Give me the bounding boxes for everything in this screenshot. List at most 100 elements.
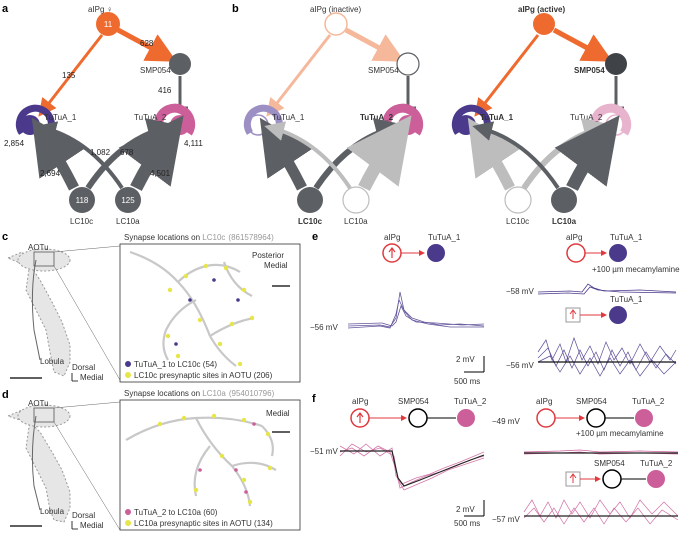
brain-outline-c bbox=[6, 251, 71, 377]
aotu-region-c bbox=[17, 248, 71, 272]
f-smp054b-label: SMP054 bbox=[576, 397, 607, 406]
synapse-dots-c bbox=[165, 263, 255, 367]
f-voltage-2: −49 mV bbox=[492, 417, 520, 426]
e-traces-1 bbox=[347, 291, 485, 329]
legend-dot-c2 bbox=[125, 372, 131, 378]
edge-inactive-lc10a-tutua2 bbox=[346, 115, 412, 191]
lc10c-active-label: LC10c bbox=[506, 217, 529, 226]
title-d: Synapse locations on LC10a(954010796) bbox=[124, 389, 275, 398]
e-aipg-label: aIPg bbox=[384, 233, 400, 242]
f-voltage-1: −51 mV bbox=[310, 447, 338, 456]
f-tutua2b-node bbox=[635, 409, 653, 427]
f-voltage-3: −57 mV bbox=[492, 515, 520, 524]
brain-outline-d bbox=[6, 409, 71, 523]
legend-c1: TuTuA_1 to LC10c (54) bbox=[134, 360, 217, 369]
axis-glyph-c bbox=[71, 373, 78, 382]
e-aipg2-label: aIPg bbox=[566, 233, 582, 242]
title-c-prefix: Synapse locations on bbox=[124, 233, 202, 242]
e-traces-2 bbox=[537, 283, 677, 295]
synapse-dots-d bbox=[157, 413, 273, 505]
legend-dot-d1 bbox=[125, 509, 131, 515]
e-scale-ms: 500 ms bbox=[454, 377, 480, 386]
medial2-label-c: Medial bbox=[264, 261, 288, 270]
zoom-panel-d bbox=[119, 399, 301, 531]
aipg-active-node bbox=[533, 13, 555, 35]
f-smp054-label: SMP054 bbox=[398, 397, 429, 406]
f-tutua2b-label: TuTuA_2 bbox=[632, 397, 665, 406]
panel-label-f: f bbox=[312, 393, 316, 405]
zoom-line-d2 bbox=[53, 421, 121, 531]
neuron-trace-d bbox=[31, 415, 41, 511]
lc10a-inactive-label: LC10a bbox=[344, 217, 368, 226]
weight-lc10c-tutua1: 2,694 bbox=[40, 169, 61, 178]
lc10c-active-node bbox=[504, 186, 532, 214]
e-stim-box-icon bbox=[569, 309, 577, 319]
title-c: Synapse locations on LC10c(861578964) bbox=[124, 233, 274, 242]
legend-dot-d2 bbox=[125, 520, 131, 526]
edge-lc10c-tutua1 bbox=[31, 117, 86, 191]
weight-lc10c-tutua2: 1,082 bbox=[90, 148, 111, 157]
panel-a: a aIPg ♀ 11 628 135 SMP054 416 TuTuA_1 2… bbox=[2, 3, 203, 226]
e-tutua1c-label: TuTuA_1 bbox=[610, 295, 643, 304]
medial2-label-d: Medial bbox=[266, 409, 290, 418]
f-mean-trace-1 bbox=[340, 450, 485, 487]
legend-dot-c1 bbox=[125, 361, 131, 367]
legend-d1: TuTuA_2 to LC10a (60) bbox=[134, 508, 218, 517]
lc10a-active-label: LC10a bbox=[552, 217, 577, 226]
medial-label-d: Medial bbox=[80, 521, 104, 530]
tutua2-inactive-label: TuTuA_2 bbox=[360, 113, 394, 122]
f-scale-mv: 2 mV bbox=[456, 505, 475, 514]
zoom-line-c1 bbox=[53, 245, 121, 253]
f-stim-icon bbox=[356, 412, 364, 423]
edge-active-aipg-tutua1 bbox=[474, 34, 540, 117]
e-voltage-2: −58 mV bbox=[506, 287, 534, 296]
f-smp054c-label: SMP054 bbox=[594, 459, 625, 468]
aipg-label: aIPg ♀ bbox=[88, 5, 113, 14]
f-tutua2c-label: TuTuA_2 bbox=[640, 459, 673, 468]
lc10a-inactive-node bbox=[342, 186, 370, 214]
e-voltage-1: −56 mV bbox=[310, 323, 338, 332]
lc10a-label: LC10a bbox=[116, 217, 140, 226]
edge-inactive-aipg-tutua1 bbox=[266, 34, 332, 117]
axis-glyph-d bbox=[71, 521, 78, 530]
tutua1-inactive-label: TuTuA_1 bbox=[272, 113, 305, 122]
aipg-node bbox=[96, 12, 120, 36]
edge-inactive-lc10c-tutua1 bbox=[259, 117, 314, 191]
edge-aipg-smp054 bbox=[116, 27, 177, 62]
tutua1-active-label: TuTuA_1 bbox=[480, 113, 514, 122]
zoom-line-d1 bbox=[53, 401, 121, 409]
edge-inactive-lc10a-tutua1 bbox=[264, 121, 352, 190]
e-voltage-3: −56 mV bbox=[506, 361, 534, 370]
neuron-trace-c bbox=[31, 259, 41, 361]
smp054-node bbox=[169, 53, 191, 75]
f-tutua2c-node bbox=[647, 470, 665, 488]
title-d-prefix: Synapse locations on bbox=[124, 389, 202, 398]
dorsal-label-d: Dorsal bbox=[72, 511, 95, 520]
aipg-active-label: aIPg (active) bbox=[518, 5, 565, 14]
legend-d2: LC10a presynaptic sites in AOTU (134) bbox=[134, 519, 273, 528]
f-tutua2-label: TuTuA_2 bbox=[454, 397, 487, 406]
panel-b: b aIPg (inactive) SMP054 TuTuA_1 TuTuA_2… bbox=[232, 3, 632, 226]
e-tutua1-label: TuTuA_1 bbox=[428, 233, 461, 242]
aipg-count: 11 bbox=[104, 20, 113, 29]
zoom-box-c bbox=[33, 251, 55, 267]
lc10c-count: 118 bbox=[76, 196, 89, 205]
panel-label-e: e bbox=[312, 231, 318, 243]
zoom-line-c2 bbox=[53, 265, 121, 381]
edge-inactive-aipg-smp054 bbox=[344, 27, 405, 62]
panel-d: d AOTu Lobula Dorsal Medial Synapse loca… bbox=[2, 389, 301, 531]
title-d-id: (954010796) bbox=[229, 389, 275, 398]
weight-tutua1-self: 2,854 bbox=[4, 139, 25, 148]
f-smp054-node bbox=[408, 408, 428, 428]
f-stim-box-icon bbox=[569, 473, 577, 483]
weight-tutua2-self: 4,111 bbox=[184, 139, 203, 148]
legend-c2: LC10c presynaptic sites in AOTU (206) bbox=[134, 371, 273, 380]
e-stim-icon bbox=[388, 247, 396, 258]
weight-aipg-smp054: 628 bbox=[140, 39, 154, 48]
title-d-cell: LC10a bbox=[202, 389, 226, 398]
edge-active-lc10a-tutua1 bbox=[472, 121, 560, 190]
aotu-label-d: AOTu bbox=[28, 399, 49, 408]
f-aipg2-label: aIPg bbox=[536, 397, 552, 406]
aipg-inactive-node bbox=[324, 12, 348, 36]
